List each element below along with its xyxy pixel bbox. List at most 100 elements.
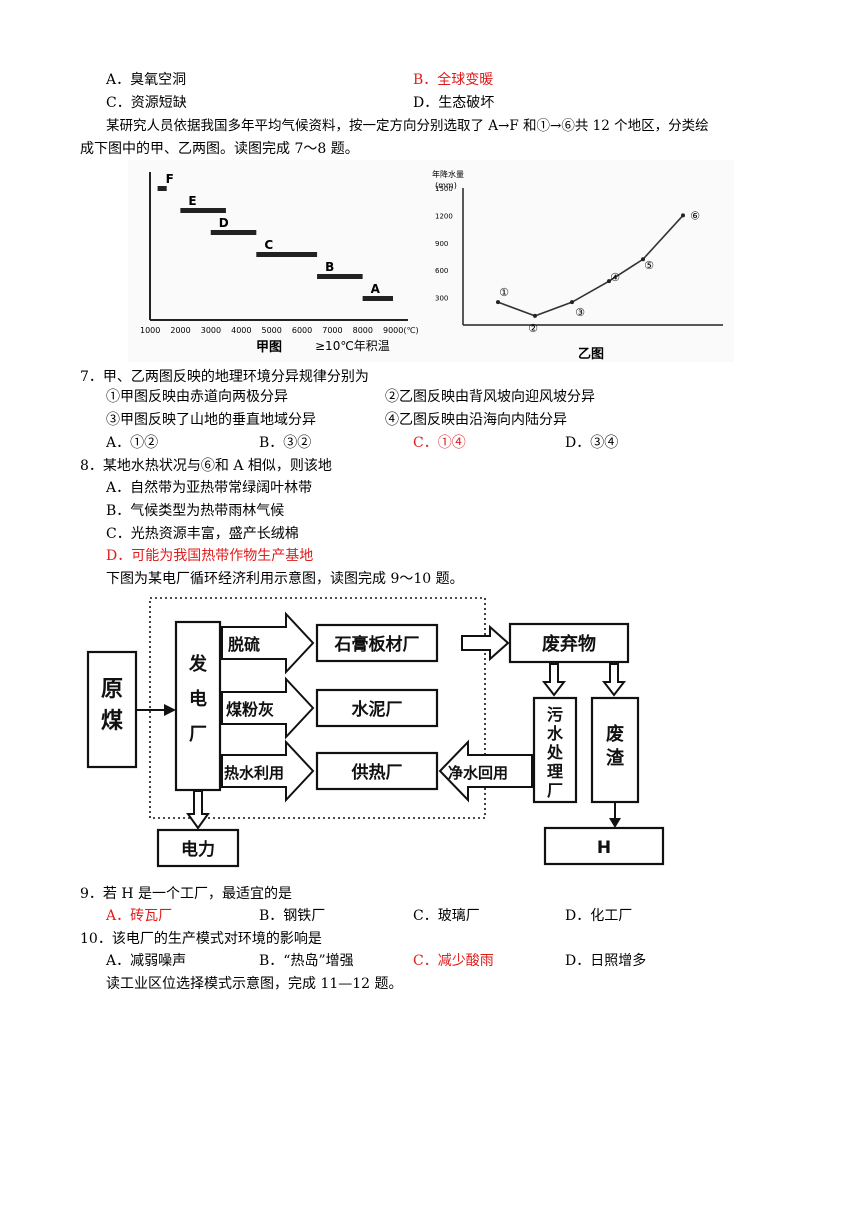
arrow-waste-to-sewage: [541, 663, 567, 697]
jia-bar-label-E: E: [188, 194, 196, 208]
yi-y-tick: 1500: [435, 185, 453, 193]
water-return-label: 净水回用: [448, 764, 508, 782]
jia-bar-B: [317, 274, 363, 279]
arrow-water-return: [438, 739, 533, 803]
power-output-box: [156, 828, 240, 868]
arrow-slag-to-h-head: [609, 818, 621, 828]
sewage-label-2: 水: [547, 724, 564, 743]
yi-y-tick: 300: [435, 295, 448, 303]
q9-option-b: B．钢铁厂: [259, 908, 326, 924]
q7-stem: 7．甲、乙两图反映的地理环境分异规律分别为: [80, 369, 369, 385]
intro-78-line2: 成下图中的甲、乙两图。读图完成 7～8 题。: [80, 141, 359, 157]
yi-point: [607, 279, 611, 284]
waste-box: [508, 622, 630, 664]
yi-point-label: ⑥: [690, 209, 700, 222]
q10-option-b: B．“热岛”增强: [259, 953, 354, 969]
q6-option-d: D．生态破坏: [413, 95, 495, 111]
plant-boundary: [149, 597, 486, 819]
raw-coal-box: [86, 650, 138, 769]
q7-option-b: B．③②: [259, 435, 312, 451]
power-plant-diagram: .bx { fill:#fff; stroke:#111; stroke-wid…: [86, 597, 665, 868]
yi-ylabel-2: (mm): [435, 181, 457, 190]
arrow-desulfur: [221, 611, 315, 675]
yi-series-line: [497, 214, 684, 317]
q6-option-c: C．资源短缺: [106, 95, 187, 111]
jia-x-tick: 8000: [353, 326, 373, 335]
jia-x-tick: 4000: [231, 326, 251, 335]
h-label: H: [597, 838, 611, 858]
heating-factory-box: [315, 751, 439, 791]
waste-label: 废弃物: [542, 633, 596, 655]
jia-bar-C: [256, 252, 318, 257]
jia-x-tick: 2000: [170, 326, 190, 335]
sewage-label-4: 理: [547, 762, 563, 781]
q7-option-d: D．③④: [565, 435, 619, 451]
jia-x-tick: 1000: [140, 326, 160, 335]
h-box: [543, 826, 665, 866]
q8-option-a: A．自然带为亚热带常绿阔叶林带: [106, 480, 313, 496]
jia-bar-label-F: F: [166, 172, 174, 186]
jia-bar-label-A: A: [371, 282, 381, 296]
q9-option-d: D．化工厂: [565, 908, 633, 924]
cement-factory-label: 水泥厂: [352, 699, 403, 720]
q6-option-a: A．臭氧空洞: [106, 72, 187, 88]
q10-option-d: D．日照增多: [565, 953, 647, 969]
sewage-label-5: 厂: [547, 781, 563, 800]
raw-coal-label-2: 煤: [101, 708, 123, 734]
yi-point: [641, 257, 645, 262]
q10-option-a: A．减弱噪声: [106, 953, 187, 969]
jia-x-tick: 5000: [262, 326, 282, 335]
jia-bar-A: [362, 296, 393, 301]
gypsum-factory-box: [315, 623, 439, 663]
jia-xlabel: ≥10℃年积温: [315, 339, 390, 353]
yi-y-tick: 1200: [435, 212, 453, 220]
plant-label-3: 厂: [189, 724, 207, 745]
arrow-flyash: [221, 676, 315, 740]
yi-point-label: ①: [499, 286, 509, 299]
plant-label-2: 电: [189, 688, 207, 710]
q10-stem: 10．该电厂的生产模式对环境的影响是: [80, 931, 322, 947]
q8-stem: 8．某地水热状况与⑥和 A 相似，则该地: [80, 458, 332, 474]
slag-box: [590, 696, 640, 804]
q9-stem: 9．若 H 是一个工厂，最适宜的是: [80, 886, 293, 902]
q9-option-a: A．砖瓦厂: [106, 908, 173, 924]
slag-label-1: 废: [606, 723, 624, 745]
q7-statement-4: ④乙图反映由沿海向内陆分异: [385, 412, 567, 428]
power-output-label: 电力: [181, 839, 215, 860]
intro-1112: 读工业区位选择模式示意图，完成 11—12 题。: [106, 976, 403, 992]
q7-statement-2: ②乙图反映由背风坡向迎风坡分异: [385, 389, 595, 405]
arrow-coal-to-plant-head: [164, 704, 176, 716]
yi-point: [496, 300, 500, 305]
q8-option-d: D．可能为我国热带作物生产基地: [106, 548, 314, 564]
yi-point-label: ③: [575, 306, 585, 319]
sewage-label-3: 处: [546, 743, 564, 762]
desulfur-label: 脱硫: [228, 635, 260, 654]
yi-y-tick: 600: [435, 267, 448, 275]
jia-bar-E: [180, 208, 226, 213]
slag-label-2: 渣: [606, 747, 625, 769]
q7-statement-3: ③甲图反映了山地的垂直地域分异: [106, 412, 316, 428]
jia-x-tick: 7000: [322, 326, 342, 335]
q7-option-a: A．①②: [106, 435, 159, 451]
jia-bar-D: [210, 230, 257, 235]
jia-bar-label-D: D: [219, 216, 229, 230]
q8-option-c: C．光热资源丰富，盛产长绒棉: [106, 526, 299, 542]
yi-point: [681, 213, 685, 218]
yi-point-label: ⑤: [644, 259, 654, 272]
heating-factory-label: 供热厂: [351, 762, 403, 783]
yi-point-label: ②: [528, 322, 538, 335]
jia-x-tick: 6000: [292, 326, 312, 335]
raw-coal-label-1: 原: [101, 677, 123, 702]
yi-ylabel-1: 年降水量: [432, 169, 464, 179]
yi-title: 乙图: [578, 347, 604, 362]
flyash-label: 煤粉灰: [226, 700, 274, 719]
yi-point-label: ④: [610, 271, 620, 284]
intro-910: 下图为某电厂循环经济利用示意图，读图完成 9～10 题。: [106, 571, 464, 587]
yi-point: [533, 313, 537, 318]
jia-bar-label-B: B: [325, 260, 334, 274]
hotwater-label: 热水利用: [224, 764, 284, 782]
gypsum-factory-label: 石膏板材厂: [334, 634, 420, 655]
sewage-label-1: 污: [547, 705, 563, 724]
q7-option-c: C．①④: [413, 435, 466, 451]
